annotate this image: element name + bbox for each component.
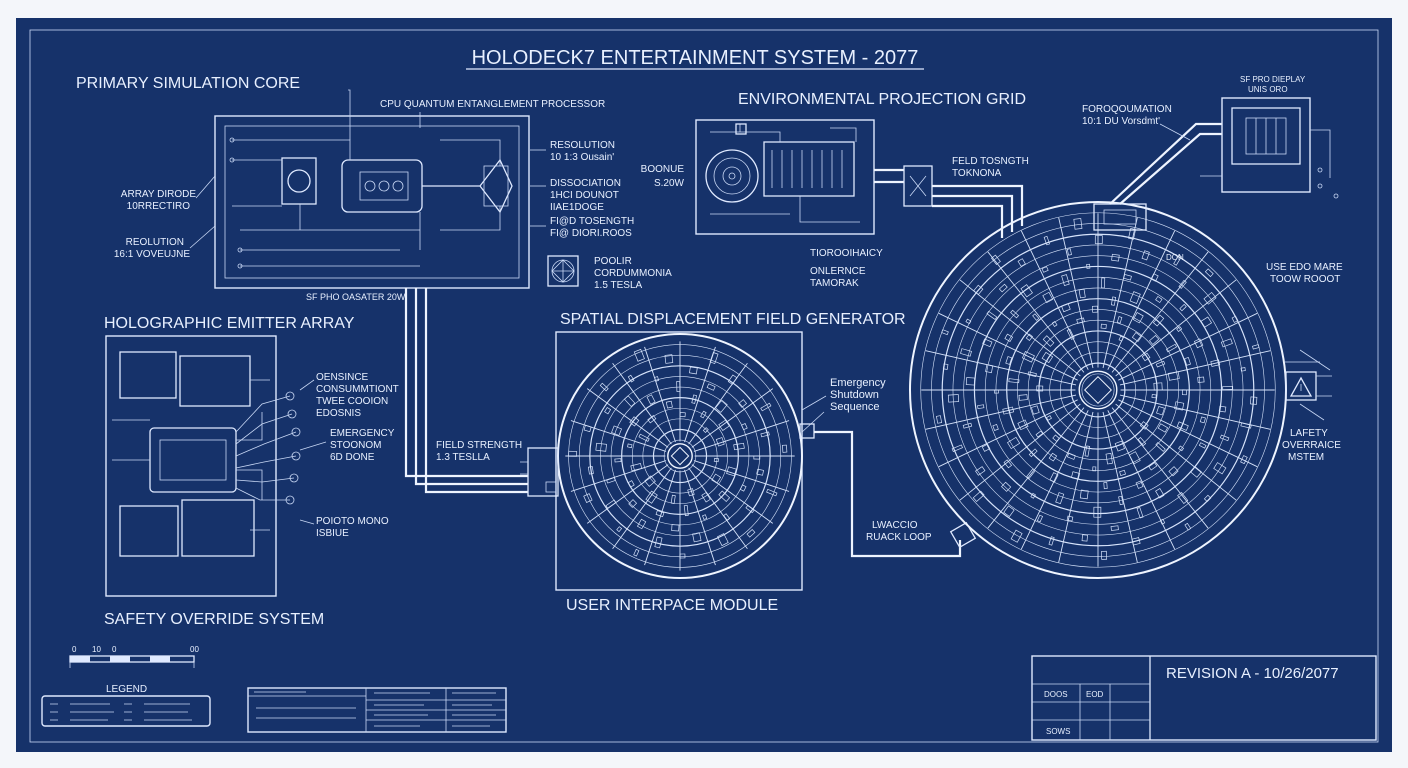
display-label-1: SF PRO DIEPLAY (1240, 75, 1306, 84)
scale-tick-3: 00 (190, 645, 199, 654)
field-strength-2: 1.3 TESLLA (436, 452, 490, 463)
emitter-label-c1: POIOTO MONO (316, 516, 389, 527)
emitter-array-block (105, 335, 327, 597)
emergency-label-2: Shutdown (830, 389, 879, 401)
polar-label-1: POOLIR (594, 256, 632, 267)
emitter-label-a4: EDOSNIS (316, 408, 361, 419)
dissociation-1: DISSOCIATION (550, 178, 621, 189)
env-bottom-2: ONLERNCE (810, 266, 866, 277)
scale-tick-0: 0 (72, 645, 77, 654)
array-label-1: ARRAY DIRODE (121, 189, 197, 200)
emitter-label-b1: EMERGENCY (330, 428, 395, 439)
emergency-label-3: Sequence (830, 401, 880, 413)
dissociation-3: IIAE1DOGE (550, 202, 604, 213)
warning-icon (1285, 371, 1317, 401)
resolution-left-2: 16:1 VOVEUJNE (114, 249, 190, 260)
emitter-label-a2: CONSUMMTIONT (316, 384, 399, 395)
polar-label-3: 1.5 TESLA (594, 280, 643, 291)
array-label-2: 10RRECTIRO (127, 201, 191, 212)
scale-bar (69, 655, 195, 668)
env-bottom-3: TAMORAK (810, 278, 859, 289)
spatial-field-block (520, 331, 977, 591)
dissociation-2: 1HCI DOUNOT (550, 190, 619, 201)
env-right-1: FELD TOSNGTH (952, 156, 1029, 167)
field-strength-core-1: FI@D TOSENGTH (550, 216, 634, 227)
env-left-2: S.20W (654, 178, 685, 189)
core-bottom-label: SF PHO OASATER 20W (306, 292, 406, 302)
emitter-label-a1: OENSINCE (316, 372, 369, 383)
notes-table (247, 687, 507, 733)
display-module (1200, 97, 1339, 199)
legend-box (41, 695, 211, 727)
safety-label-2: OVERRAICE (1282, 440, 1341, 451)
holodeck-main-ring (909, 122, 1287, 579)
revision-label: REVISION A - 10/26/2077 (1166, 665, 1339, 682)
sheet-border (29, 29, 1379, 743)
emitter-label-b3: 6D DONE (330, 452, 375, 463)
emergency-label-1: Emergency (830, 377, 886, 389)
environmental-grid-heading: ENVIRONMENTAL PROJECTION GRID (738, 91, 1026, 108)
primary-core-block (189, 89, 546, 289)
primary-core-heading: PRIMARY SIMULATION CORE (76, 75, 300, 92)
resolution-right-1: RESOLUTION (550, 140, 615, 151)
resolution-left-1: REOLUTION (126, 237, 184, 248)
cpu-label: CPU QUANTUM ENTANGLEMENT PROCESSOR (380, 99, 605, 110)
safety-override-heading: SAFETY OVERRIDE SYSTEM (104, 611, 324, 628)
emitter-array-heading: HOLOGRAPHIC EMITTER ARRAY (104, 315, 355, 332)
blueprint-background (16, 18, 1392, 752)
scale-tick-2: 0 (112, 645, 117, 654)
user-interface-heading: USER INTERPACE MODULE (566, 597, 778, 614)
env-bottom-1: TIOROOIHAICY (810, 248, 883, 259)
env-right-2: TOKNONA (952, 168, 1002, 179)
polar-compass-icon (547, 255, 579, 287)
spatial-field-heading: SPATIAL DISPLACEMENT FIELD GENERATOR (560, 311, 906, 328)
environmental-grid-block (695, 119, 875, 235)
field-strength-1: FIELD STRENGTH (436, 440, 522, 451)
title-block-cell-2: EOD (1086, 690, 1104, 699)
safety-label-3: MSTEM (1288, 452, 1324, 463)
field-strength-core-2: FI@ DIORI.ROOS (550, 228, 632, 239)
env-left-1: BOONUE (641, 164, 685, 175)
feedback-label-1: LWACCIO (872, 520, 918, 531)
title-block-cell-1: DOOS (1044, 690, 1068, 699)
don-label: DON (1166, 253, 1184, 262)
processing-label-1: FOROQOUMATION (1082, 104, 1172, 115)
resolution-right-2: 10 1:3 Ousain' (550, 152, 614, 163)
safety-label-1: LAFETY (1290, 428, 1328, 439)
top-right-label-1: USE EDO MARE (1266, 262, 1343, 273)
processing-label-2: 10:1 DU Vorsdmt' (1082, 116, 1160, 127)
polar-label-2: CORDUMMONIA (594, 268, 672, 279)
legend-title: LEGEND (106, 684, 147, 695)
title-block (1031, 655, 1377, 741)
emitter-label-b2: STOONOM (330, 440, 381, 451)
feedback-label-2: RUACK LOOP (866, 532, 932, 543)
emitter-label-a3: TWEE COOION (316, 396, 388, 407)
top-right-label-2: TOOW ROOOT (1270, 274, 1340, 285)
sheet-title: HOLODECK7 ENTERTAINMENT SYSTEM - 2077 (472, 47, 919, 69)
emitter-label-c2: ISBIUE (316, 528, 349, 539)
display-label-2: UNIS ORO (1248, 85, 1288, 94)
scale-tick-1: 10 (92, 645, 101, 654)
title-block-cell-3: SOWS (1046, 727, 1070, 736)
